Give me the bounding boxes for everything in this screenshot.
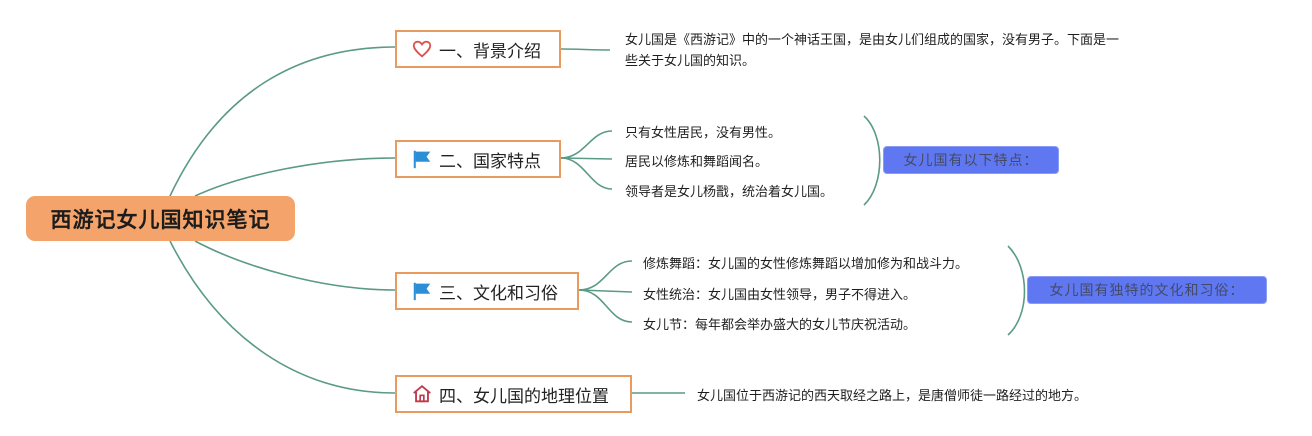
detail-features-3[interactable]: 领导者是女儿杨戬，统治着女儿国。 bbox=[625, 185, 834, 200]
topic-culture-label: 三、文化和习俗 bbox=[439, 283, 558, 304]
connector-root-topic2 bbox=[194, 157, 396, 197]
root-topic-label: 西游记女儿国知识笔记 bbox=[50, 207, 271, 232]
summary-bracket-culture bbox=[1007, 245, 1026, 336]
topic-background-label: 一、背景介绍 bbox=[439, 41, 541, 62]
flag-icon bbox=[411, 148, 433, 170]
topic-location-label: 四、女儿国的地理位置 bbox=[439, 386, 609, 407]
root-topic[interactable]: 西游记女儿国知识笔记 bbox=[26, 196, 295, 241]
connector-topic2-leaf1 bbox=[560, 130, 613, 159]
summary-culture-label: 女儿国有独特的文化和习俗： bbox=[1049, 283, 1245, 299]
summary-features-label: 女儿国有以下特点： bbox=[903, 153, 1039, 169]
flag-icon bbox=[411, 280, 433, 302]
connector-topic1-detail bbox=[560, 48, 611, 51]
topic-location[interactable]: 四、女儿国的地理位置 bbox=[395, 375, 632, 413]
detail-features-1[interactable]: 只有女性居民，没有男性。 bbox=[625, 126, 782, 141]
detail-location[interactable]: 女儿国位于西游记的西天取经之路上，是唐僧师徒一路经过的地方。 bbox=[697, 389, 1088, 404]
connector-topic3-leaf1 bbox=[578, 260, 633, 291]
detail-features-2[interactable]: 居民以修炼和舞蹈闻名。 bbox=[625, 155, 769, 170]
detail-culture-3[interactable]: 女儿节：每年都会举办盛大的女儿节庆祝活动。 bbox=[643, 318, 917, 333]
topic-culture[interactable]: 三、文化和习俗 bbox=[395, 272, 579, 310]
topic-features[interactable]: 二、国家特点 bbox=[395, 140, 561, 178]
connector-topic3-leaf2 bbox=[578, 289, 633, 293]
summary-culture[interactable]: 女儿国有独特的文化和习俗： bbox=[1027, 276, 1267, 304]
summary-bracket-features bbox=[863, 115, 881, 206]
home-icon bbox=[411, 383, 433, 405]
connector-topic3-leaf3 bbox=[578, 289, 633, 323]
detail-background[interactable]: 女儿国是《西游记》中的一个神话王国，是由女儿们组成的国家，没有男子。下面是一些关… bbox=[625, 33, 1120, 69]
connector-root-topic1 bbox=[169, 46, 396, 197]
detail-culture-1[interactable]: 修炼舞蹈：女儿国的女性修炼舞蹈以增加修为和战斗力。 bbox=[643, 257, 969, 272]
connector-root-topic3 bbox=[194, 240, 396, 291]
connector-topic2-leaf3 bbox=[560, 157, 613, 190]
connector-root-topic4 bbox=[169, 240, 396, 394]
topic-features-label: 二、国家特点 bbox=[439, 151, 541, 172]
summary-features[interactable]: 女儿国有以下特点： bbox=[883, 146, 1059, 174]
heart-icon bbox=[411, 38, 433, 60]
topic-background[interactable]: 一、背景介绍 bbox=[395, 30, 561, 68]
detail-culture-2[interactable]: 女性统治：女儿国由女性领导，男子不得进入。 bbox=[643, 288, 917, 303]
connector-topic2-leaf2 bbox=[560, 157, 613, 160]
